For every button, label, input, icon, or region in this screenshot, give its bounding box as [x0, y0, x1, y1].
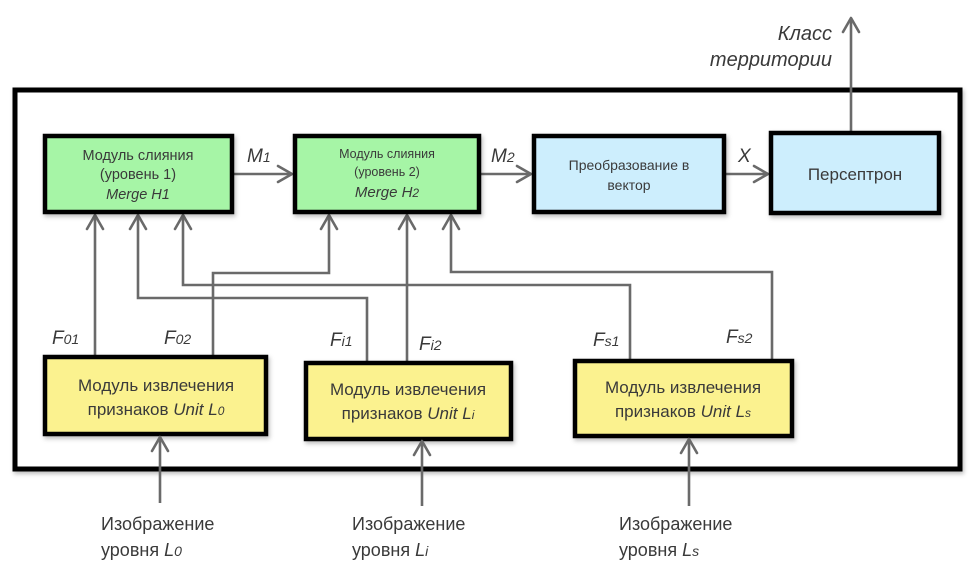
merge-h1-line3: Merge H1	[106, 187, 170, 203]
input-arrow-li	[412, 439, 432, 506]
feature-label-fs1: Fs1	[593, 330, 619, 351]
edge-label-m1: M1	[247, 146, 271, 167]
output-arrow	[841, 16, 861, 132]
feature-label-fi2: Fi2	[419, 334, 442, 355]
input-ls-line1: Изображение	[619, 514, 732, 534]
merge-module-h2: Модуль слияния (уровень 2) Merge H2	[292, 133, 482, 215]
feature-label-fi1: Fi1	[330, 330, 353, 351]
merge-h2-line1: Модуль слияния	[339, 147, 435, 161]
perceptron-module: Персептрон	[768, 130, 942, 216]
input-l0-line1: Изображение	[101, 514, 214, 534]
input-ls-line2: уровня Ls	[619, 540, 699, 560]
unit-li-line1: Модуль извлечения	[330, 380, 486, 399]
edge-label-m2: M2	[491, 146, 515, 167]
wire-f02	[211, 215, 331, 356]
feature-extractor-ls: Модуль извлечения признаков Unit Ls	[572, 358, 795, 439]
feature-label-fs2: Fs2	[726, 327, 753, 348]
arrow-m2	[481, 164, 533, 184]
feature-label-f02: F02	[164, 328, 191, 349]
merge-h2-line3: Merge H2	[355, 184, 420, 201]
edge-label-x: X	[737, 146, 752, 167]
input-li-line1: Изображение	[352, 514, 465, 534]
merge-module-h1: Модуль слияния (уровень 1) Merge H1	[42, 133, 235, 215]
unit-l0-line2: признаков Unit L0	[88, 400, 225, 419]
wire-fi1	[136, 215, 369, 362]
vectorize-line2: вектор	[607, 177, 650, 193]
unit-l0-line1: Модуль извлечения	[78, 376, 234, 395]
merge-h2-line2: (уровень 2)	[354, 165, 420, 179]
output-label-line1: Класс	[778, 23, 832, 45]
arrow-m1	[234, 164, 294, 184]
unit-ls-line1: Модуль извлечения	[605, 378, 761, 397]
merge-h1-line2: (уровень 1)	[100, 167, 176, 183]
wire-fs1	[181, 215, 632, 360]
vectorize-module: Преобразование в вектор	[531, 133, 727, 215]
wire-fs2	[449, 215, 774, 360]
merge-h1-line1: Модуль слияния	[82, 148, 193, 164]
arrow-x	[726, 164, 770, 184]
input-arrow-l0	[150, 435, 170, 503]
unit-ls-line2: признаков Unit Ls	[615, 402, 751, 421]
feature-label-f01: F01	[52, 328, 79, 349]
feature-wires	[85, 213, 774, 362]
perceptron-label: Персептрон	[808, 165, 902, 184]
feature-extractor-l0: Модуль извлечения признаков Unit L0	[42, 354, 269, 437]
input-l0-line2: уровня L0	[101, 540, 182, 560]
unit-li-line2: признаков Unit Li	[342, 404, 475, 423]
input-arrow-ls	[679, 437, 699, 506]
vectorize-line1: Преобразование в	[569, 157, 690, 173]
feature-extractor-li: Модуль извлечения признаков Unit Li	[303, 360, 514, 442]
output-label-line2: территории	[710, 49, 832, 71]
input-li-line2: уровня Li	[352, 540, 429, 560]
